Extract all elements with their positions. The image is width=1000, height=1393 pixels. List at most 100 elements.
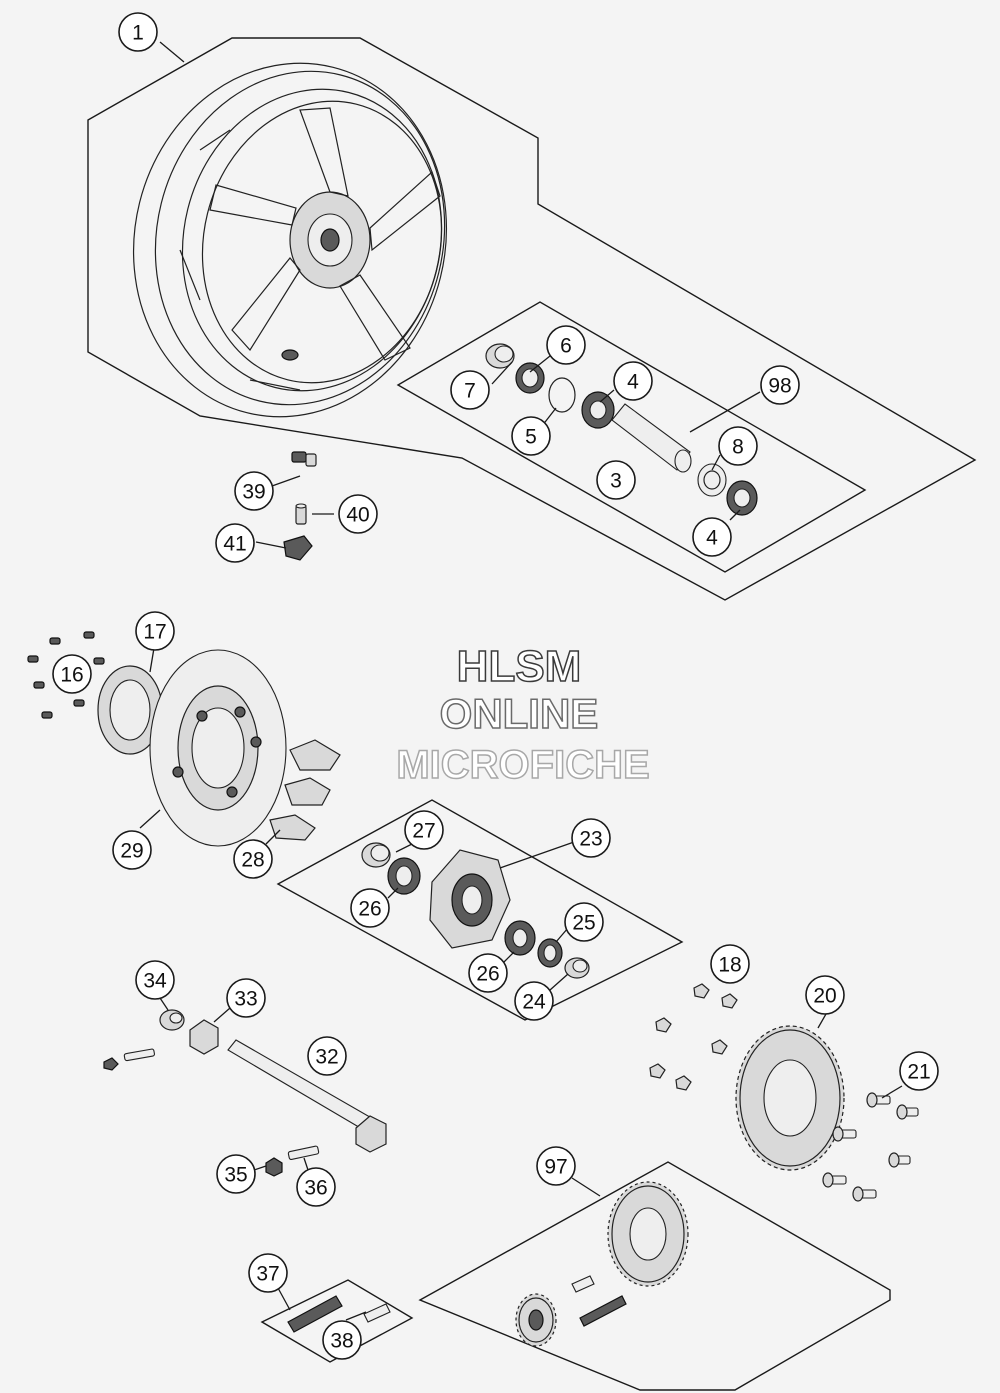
nut-35 — [265, 1157, 283, 1177]
callout-98[interactable]: 98 — [760, 365, 800, 405]
sensor-41 — [283, 535, 313, 561]
callout-24-label: 24 — [522, 991, 546, 1014]
sprocket-bolts-21 — [822, 1092, 919, 1202]
callout-28[interactable]: 28 — [233, 839, 273, 879]
callout-29[interactable]: 29 — [112, 830, 152, 870]
rear-hub-frame — [276, 799, 684, 1021]
callout-20[interactable]: 20 — [805, 975, 845, 1015]
callout-17-label: 17 — [143, 621, 166, 644]
callout-21[interactable]: 21 — [899, 1051, 939, 1091]
axle-32 — [227, 1039, 387, 1153]
callout-23[interactable]: 23 — [571, 818, 611, 858]
callout-6-label: 6 — [560, 335, 572, 358]
axle-nut-34 — [159, 1009, 185, 1031]
callout-39[interactable]: 39 — [234, 471, 274, 511]
callout-26-right[interactable]: 26 — [468, 953, 508, 993]
callout-4-lower-label: 4 — [706, 527, 718, 550]
callout-41-label: 41 — [223, 533, 246, 556]
callout-1[interactable]: 1 — [118, 12, 158, 52]
callout-1-label: 1 — [132, 22, 144, 45]
callout-37[interactable]: 37 — [248, 1253, 288, 1293]
rear-sprocket-20 — [735, 1025, 845, 1171]
callout-18[interactable]: 18 — [710, 944, 750, 984]
callout-25-label: 25 — [572, 912, 595, 935]
callout-16[interactable]: 16 — [52, 654, 92, 694]
bolt-36 — [287, 1145, 320, 1161]
master-link-38 — [363, 1303, 391, 1323]
watermark-line1: HLSM — [457, 642, 582, 691]
brake-disc-29 — [149, 649, 287, 847]
callout-6[interactable]: 6 — [546, 325, 586, 365]
callout-3-label: 3 — [610, 470, 622, 493]
callout-5[interactable]: 5 — [511, 416, 551, 456]
callout-28-label: 28 — [241, 849, 264, 872]
chain-kit-chain — [579, 1295, 627, 1327]
chain-kit-sprocket — [607, 1181, 689, 1287]
callout-98-label: 98 — [768, 375, 791, 398]
callout-3[interactable]: 3 — [596, 460, 636, 500]
callout-35[interactable]: 35 — [216, 1154, 256, 1194]
watermark-line2: ONLINE — [440, 690, 599, 737]
sleeve-40 — [295, 503, 307, 525]
callout-32[interactable]: 32 — [307, 1036, 347, 1076]
callout-97[interactable]: 97 — [536, 1146, 576, 1186]
nuts-18 — [649, 983, 738, 1091]
callout-29-label: 29 — [120, 840, 143, 863]
callout-7[interactable]: 7 — [450, 370, 490, 410]
callout-20-label: 20 — [813, 985, 836, 1008]
callout-34[interactable]: 34 — [135, 960, 175, 1000]
callout-25[interactable]: 25 — [564, 902, 604, 942]
callout-24[interactable]: 24 — [514, 981, 554, 1021]
abs-sensor-ring-17 — [97, 665, 163, 755]
callout-26-left-label: 26 — [358, 898, 381, 921]
callout-38[interactable]: 38 — [322, 1320, 362, 1360]
callout-36[interactable]: 36 — [296, 1167, 336, 1207]
watermark: HLSM ONLINE MICROFICHE — [396, 641, 651, 788]
wheel-assembly-frame — [87, 37, 977, 601]
chain-link-frame — [260, 1279, 414, 1363]
callout-4-upper[interactable]: 4 — [613, 361, 653, 401]
rear-wheel-rim — [132, 62, 448, 418]
chain-kit-master-link — [571, 1275, 595, 1293]
callout-17[interactable]: 17 — [135, 611, 175, 651]
adjuster-bolt-small — [103, 1048, 155, 1071]
callout-23-label: 23 — [579, 828, 602, 851]
chain-37 — [287, 1295, 343, 1333]
damper-rubbers-28 — [269, 739, 341, 841]
callout-18-label: 18 — [718, 954, 741, 977]
washer-8 — [697, 463, 727, 497]
callout-34-label: 34 — [143, 970, 167, 993]
callout-41[interactable]: 41 — [215, 523, 255, 563]
spacer-bushing-7 — [485, 343, 515, 369]
watermark-line3: MICROFICHE — [396, 743, 649, 787]
callout-8[interactable]: 8 — [718, 426, 758, 466]
callout-8-label: 8 — [732, 436, 744, 459]
callout-26-right-label: 26 — [476, 963, 499, 986]
callout-97-label: 97 — [544, 1156, 567, 1179]
callout-40-label: 40 — [346, 504, 369, 527]
bearing-kit-frame — [396, 301, 867, 573]
ball-bearing-4-lower — [726, 480, 758, 516]
spacer-27 — [361, 842, 391, 868]
sensor-bolt-39 — [291, 451, 317, 467]
callout-5-label: 5 — [525, 426, 537, 449]
chain-kit-frame — [418, 1161, 891, 1391]
callout-27[interactable]: 27 — [404, 810, 444, 850]
leader-lines — [139, 41, 903, 1321]
seal-ring-6 — [515, 362, 545, 394]
callout-26-left[interactable]: 26 — [350, 888, 390, 928]
callout-33[interactable]: 33 — [226, 978, 266, 1018]
callout-35-label: 35 — [224, 1164, 247, 1187]
callout-4-lower[interactable]: 4 — [692, 517, 732, 557]
callout-38-label: 38 — [330, 1330, 353, 1353]
ball-bearing-4-upper — [581, 391, 615, 429]
callout-40[interactable]: 40 — [338, 494, 378, 534]
callout-7-label: 7 — [464, 380, 476, 403]
callout-27-label: 27 — [412, 820, 435, 843]
seal-ring-25 — [537, 938, 563, 968]
bearing-26-left — [387, 857, 421, 895]
callout-4-upper-label: 4 — [627, 371, 639, 394]
chain-adjuster-33 — [189, 1019, 219, 1055]
distance-sleeve-3 — [611, 403, 692, 473]
